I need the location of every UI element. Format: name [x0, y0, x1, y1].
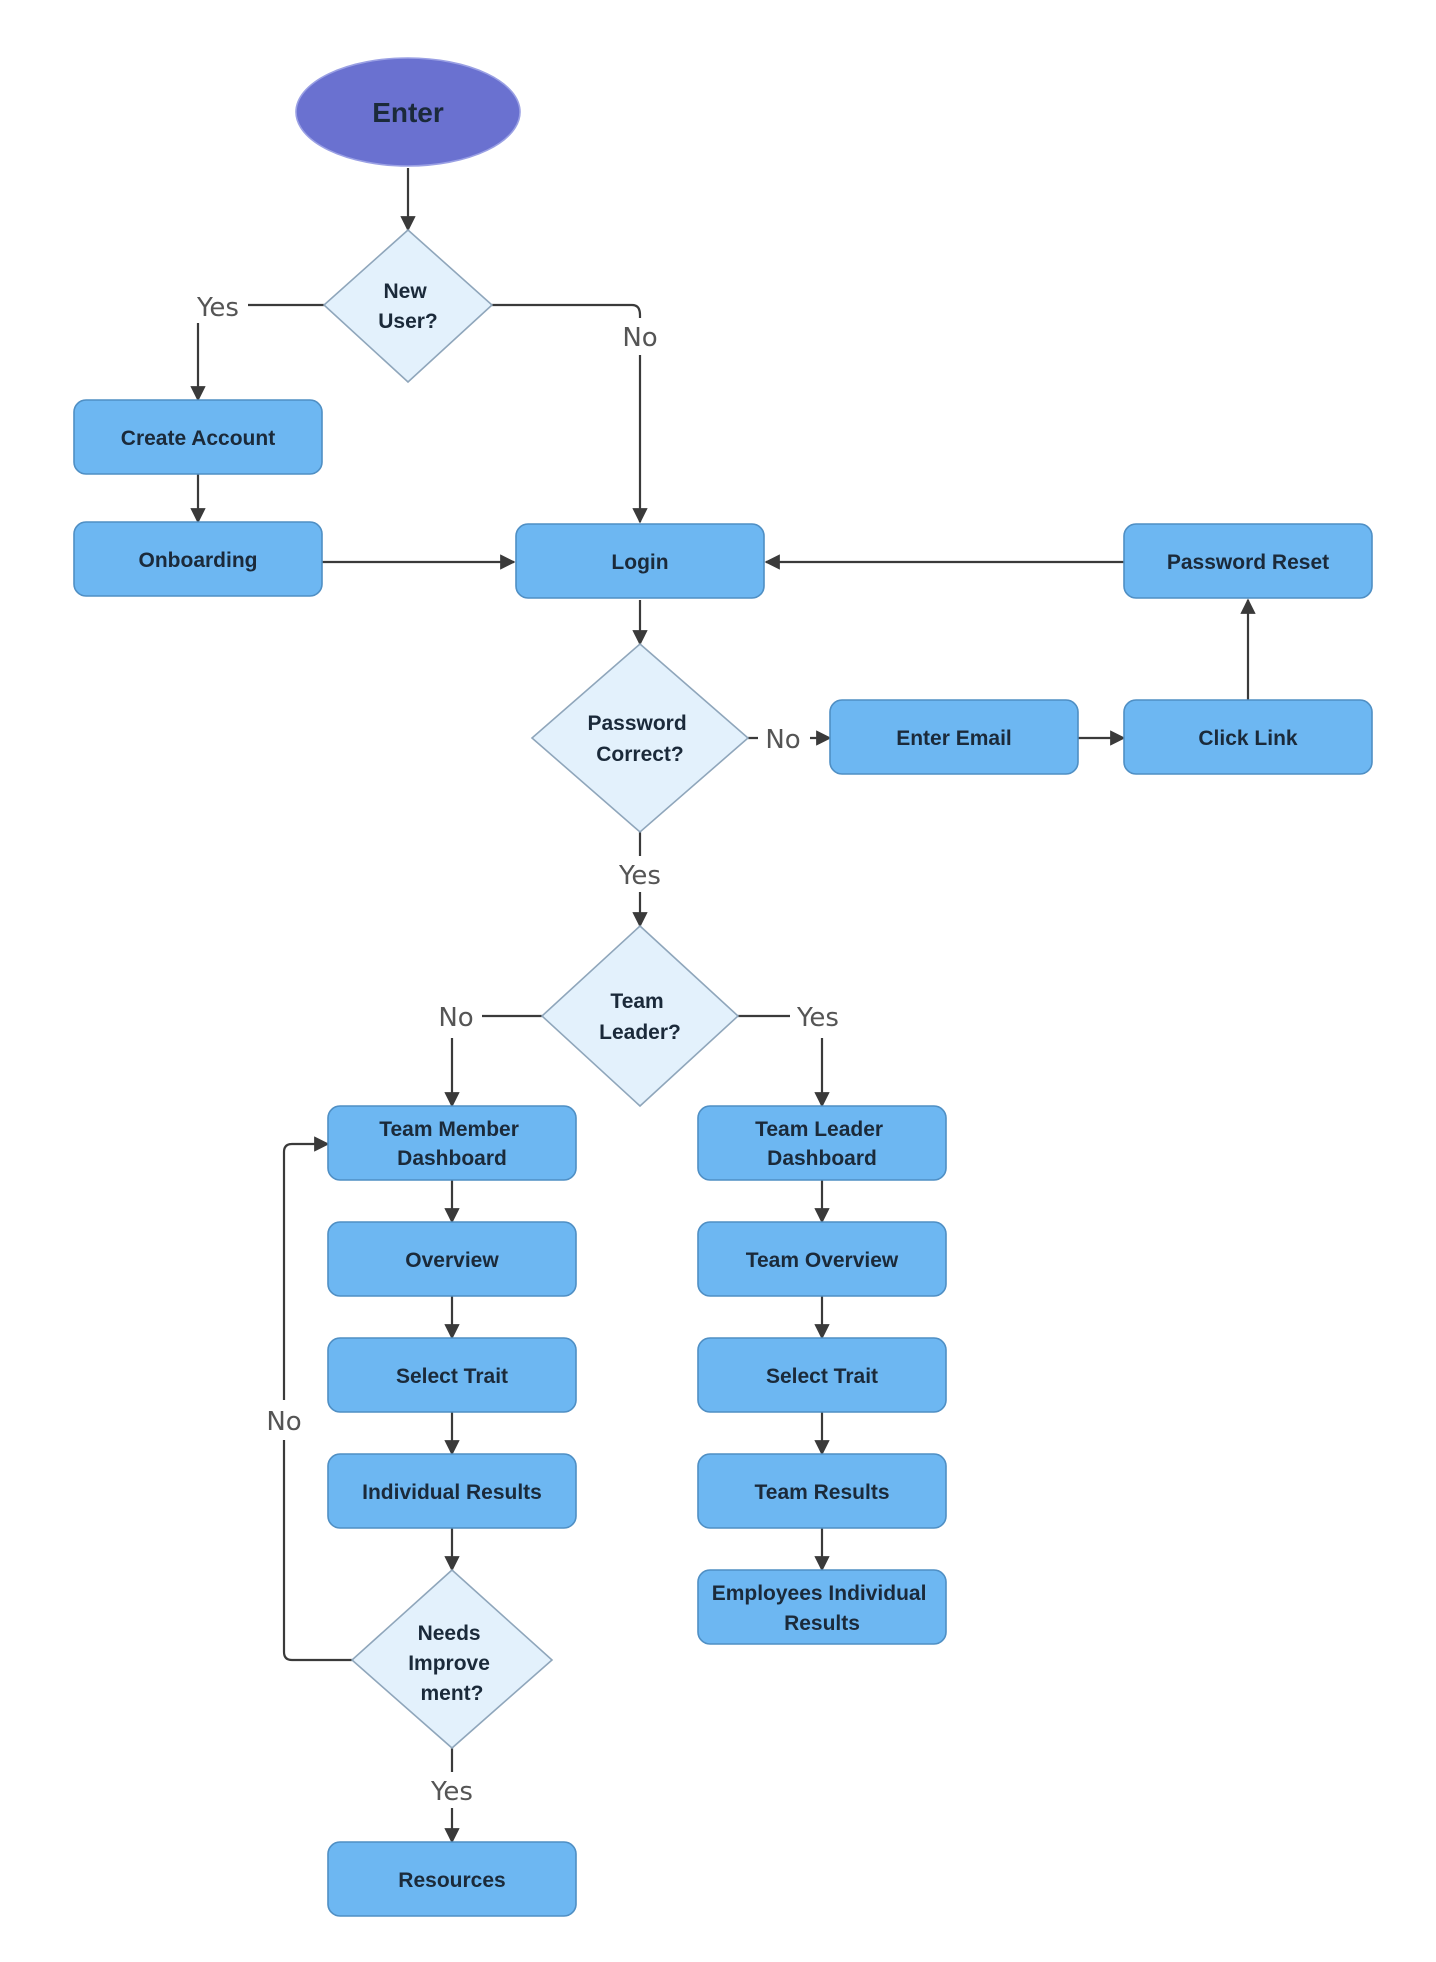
node-individual-results-label: Individual Results — [362, 1481, 542, 1504]
svg-text:Team Leader?: Team Leader? — [599, 990, 681, 1044]
node-team-leader-dashboard: Team Leader Dashboard — [697, 1105, 947, 1181]
node-select-trait-member: Select Trait — [327, 1337, 577, 1413]
node-enter: Enter — [295, 57, 521, 167]
edge-new-user-no — [492, 303, 640, 522]
node-team-results: Team Results — [697, 1453, 947, 1529]
node-password-reset-label: Password Reset — [1167, 551, 1329, 574]
node-team-member-dashboard-line1: Team Member — [379, 1118, 519, 1141]
node-resources-label: Resources — [398, 1869, 505, 1892]
node-team-overview-label: Team Overview — [746, 1249, 899, 1272]
node-password-line1: Password — [587, 712, 686, 735]
node-needs-improvement-line1: Needs — [418, 1622, 481, 1645]
node-team-results-label: Team Results — [755, 1481, 890, 1504]
node-enter-email-label: Enter Email — [896, 727, 1012, 750]
node-login-label: Login — [611, 551, 668, 574]
node-click-link: Click Link — [1123, 699, 1373, 775]
node-needs-improvement: Needs Improve ment? — [350, 1568, 554, 1750]
svg-text:Team Member Dashboard: Team Member Dashboard — [379, 1118, 525, 1170]
node-select-trait-leader-label: Select Trait — [766, 1365, 878, 1388]
label-leader-no: No — [438, 1003, 473, 1033]
svg-text:Needs Improve ment: Needs Improve ment? — [408, 1622, 496, 1705]
node-onboarding: Onboarding — [73, 521, 323, 597]
label-password-yes: Yes — [618, 861, 661, 891]
node-employees-individual-results-line1: Employees Individual — [712, 1582, 927, 1605]
node-enter-email: Enter Email — [829, 699, 1079, 775]
edge-new-user-yes — [198, 303, 324, 400]
node-needs-improvement-line3: ment? — [421, 1682, 484, 1705]
label-password-no: No — [765, 725, 800, 755]
node-team-leader-line2: Leader? — [599, 1021, 681, 1044]
node-create-account: Create Account — [73, 399, 323, 475]
node-employees-individual-results: Employees Individual Results — [697, 1569, 947, 1645]
node-login: Login — [515, 523, 765, 599]
edge-labels: Yes No No Yes No Yes No Yes — [196, 293, 839, 1807]
node-new-user-line2: User? — [378, 310, 438, 333]
node-team-overview: Team Overview — [697, 1221, 947, 1297]
edge-improve-no — [282, 1144, 352, 1662]
label-improve-yes: Yes — [430, 1777, 473, 1807]
node-needs-improvement-line2: Improve — [408, 1652, 490, 1675]
node-resources: Resources — [327, 1841, 577, 1917]
node-select-trait-leader: Select Trait — [697, 1337, 947, 1413]
label-improve-no: No — [266, 1407, 301, 1437]
label-leader-yes: Yes — [796, 1003, 839, 1033]
svg-text:Employees Individual Res: Employees Individual Results — [712, 1582, 933, 1635]
node-team-member-dashboard: Team Member Dashboard — [327, 1105, 577, 1181]
node-enter-label: Enter — [372, 97, 444, 128]
node-team-leader-line1: Team — [610, 990, 663, 1013]
node-individual-results: Individual Results — [327, 1453, 577, 1529]
node-click-link-label: Click Link — [1198, 727, 1298, 750]
node-team-leader-dashboard-line2: Dashboard — [767, 1147, 877, 1170]
node-password-correct: Password Correct? — [530, 642, 750, 834]
node-select-trait-member-label: Select Trait — [396, 1365, 508, 1388]
edge-leader-no — [452, 1014, 542, 1106]
node-password-line2: Correct? — [596, 743, 684, 766]
edge-leader-yes — [738, 1014, 822, 1106]
label-new-user-yes: Yes — [196, 293, 239, 323]
node-team-leader-question: Team Leader? — [540, 924, 740, 1108]
node-overview: Overview — [327, 1221, 577, 1297]
node-create-account-label: Create Account — [121, 427, 275, 450]
svg-text:Team Leader Dashboard: Team Leader Dashboard — [755, 1118, 889, 1170]
node-employees-individual-results-line2: Results — [784, 1612, 860, 1635]
node-password-reset: Password Reset — [1123, 523, 1373, 599]
connectors — [198, 168, 1256, 1842]
node-new-user-line1: New — [383, 280, 427, 303]
svg-text:New User?: New User? — [378, 280, 438, 333]
node-onboarding-label: Onboarding — [139, 549, 258, 572]
svg-text:Password Correct?: Password Correct? — [587, 712, 692, 766]
node-team-leader-dashboard-line1: Team Leader — [755, 1118, 883, 1141]
node-new-user: New User? — [322, 228, 494, 384]
node-team-member-dashboard-line2: Dashboard — [397, 1147, 507, 1170]
node-overview-label: Overview — [405, 1249, 499, 1272]
label-new-user-no: No — [622, 323, 657, 353]
